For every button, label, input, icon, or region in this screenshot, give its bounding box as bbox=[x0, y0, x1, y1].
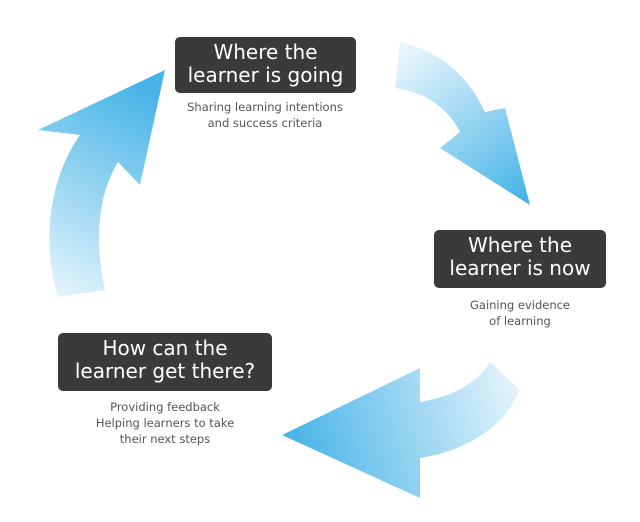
stage-title-line: learner get there? bbox=[74, 359, 256, 383]
stage-desc-line: of learning bbox=[489, 314, 551, 328]
stage-box-learner-going: Where the learner is going bbox=[175, 37, 356, 93]
stage-title-line: How can the bbox=[102, 336, 228, 360]
stage-desc-line: their next steps bbox=[119, 432, 211, 446]
arrow-going-to-now bbox=[395, 42, 530, 205]
stage-desc-line: Helping learners to take bbox=[95, 416, 235, 430]
stage-desc-line: Gaining evidence bbox=[469, 298, 571, 312]
stage-desc-get-there: Providing feedback Helping learners to t… bbox=[70, 399, 260, 447]
stage-desc-learner-now: Gaining evidence of learning bbox=[440, 297, 600, 329]
stage-title-line: Where the bbox=[213, 40, 318, 64]
stage-box-learner-now: Where the learner is now bbox=[434, 230, 606, 288]
arrow-there-to-going bbox=[38, 70, 165, 297]
arrow-now-to-there bbox=[282, 362, 520, 498]
stage-desc-line: Providing feedback bbox=[110, 400, 220, 414]
stage-desc-learner-going: Sharing learning intentions and success … bbox=[165, 99, 365, 131]
stage-title-line: learner is now bbox=[449, 256, 591, 280]
stage-title-line: learner is going bbox=[187, 63, 344, 87]
stage-desc-line: Sharing learning intentions bbox=[187, 100, 343, 114]
stage-box-get-there: How can the learner get there? bbox=[58, 333, 272, 391]
stage-desc-line: and success criteria bbox=[207, 116, 323, 130]
stage-title-line: Where the bbox=[467, 233, 573, 257]
